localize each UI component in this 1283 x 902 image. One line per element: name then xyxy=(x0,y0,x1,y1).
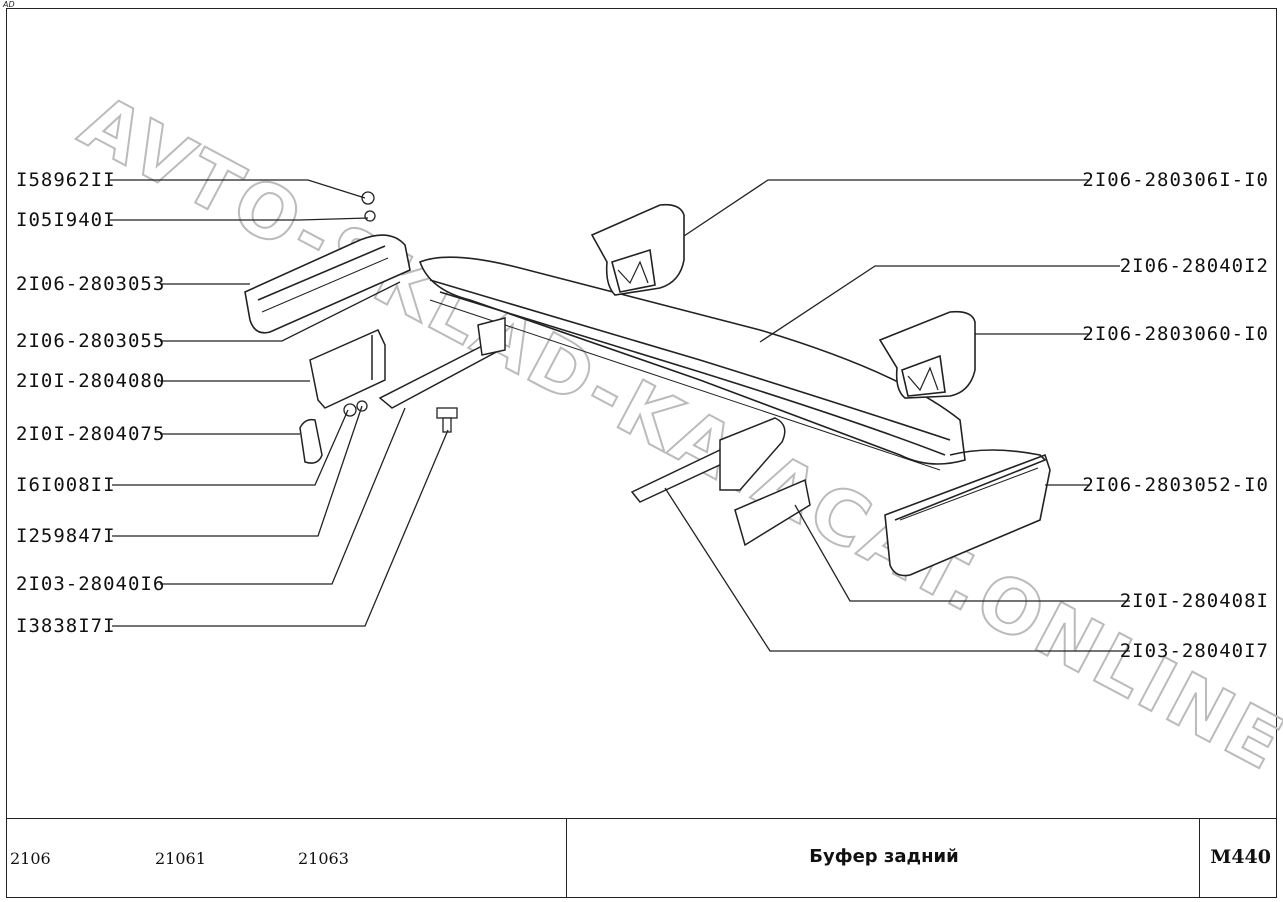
parts-diagram: AVTO-SKLAD-KA.ACAT.ONLINE xyxy=(66,78,1283,790)
part-label-r5: 2I0I-280408I xyxy=(1119,590,1269,612)
rubber-pad-lower xyxy=(878,310,976,399)
part-label-l8: I259847I xyxy=(16,525,116,547)
part-label-l3: 2I06-2803053 xyxy=(16,273,166,295)
footer-divider-1 xyxy=(566,818,567,898)
part-label-l10: I3838I7I xyxy=(16,615,116,637)
bumper-bar xyxy=(418,256,966,471)
drawing-frame xyxy=(6,8,1277,898)
model-21063: 21063 xyxy=(298,849,349,868)
right-end-cap xyxy=(884,449,1051,577)
page-code: M440 xyxy=(1210,846,1271,868)
part-label-r4: 2I06-2803052-I0 xyxy=(1082,474,1269,496)
stay-plate-left xyxy=(378,317,506,409)
part-label-l6: 2I0I-2804075 xyxy=(16,423,166,445)
part-label-l5: 2I0I-2804080 xyxy=(16,370,166,392)
bracket-left xyxy=(309,329,386,409)
leader-lines xyxy=(110,179,1130,652)
part-label-r1: 2I06-280306I-I0 xyxy=(1082,169,1269,191)
footer-divider-2 xyxy=(1199,818,1200,898)
model-2106: 2106 xyxy=(10,849,51,868)
diagram-title: Буфер задний xyxy=(809,846,959,867)
bolt xyxy=(436,407,458,433)
part-label-l9: 2I03-28040I6 xyxy=(16,573,166,595)
mounting-pad xyxy=(299,418,323,464)
stay-plate-right xyxy=(630,417,811,547)
part-label-l1: I58962II xyxy=(16,169,116,191)
model-21061: 21061 xyxy=(155,849,206,868)
corner-mark: AD xyxy=(3,0,15,9)
part-label-r6: 2I03-28040I7 xyxy=(1119,640,1269,662)
part-label-l4: 2I06-2803055 xyxy=(16,330,166,352)
part-label-l2: I05I940I xyxy=(16,209,116,231)
left-end-cap xyxy=(244,234,411,334)
part-label-r3: 2I06-2803060-I0 xyxy=(1082,323,1269,345)
part-label-r2: 2I06-28040I2 xyxy=(1119,255,1269,277)
footer-divider xyxy=(6,818,1277,819)
part-label-l7: I6I008II xyxy=(16,474,116,496)
rubber-pad-upper xyxy=(590,203,685,296)
